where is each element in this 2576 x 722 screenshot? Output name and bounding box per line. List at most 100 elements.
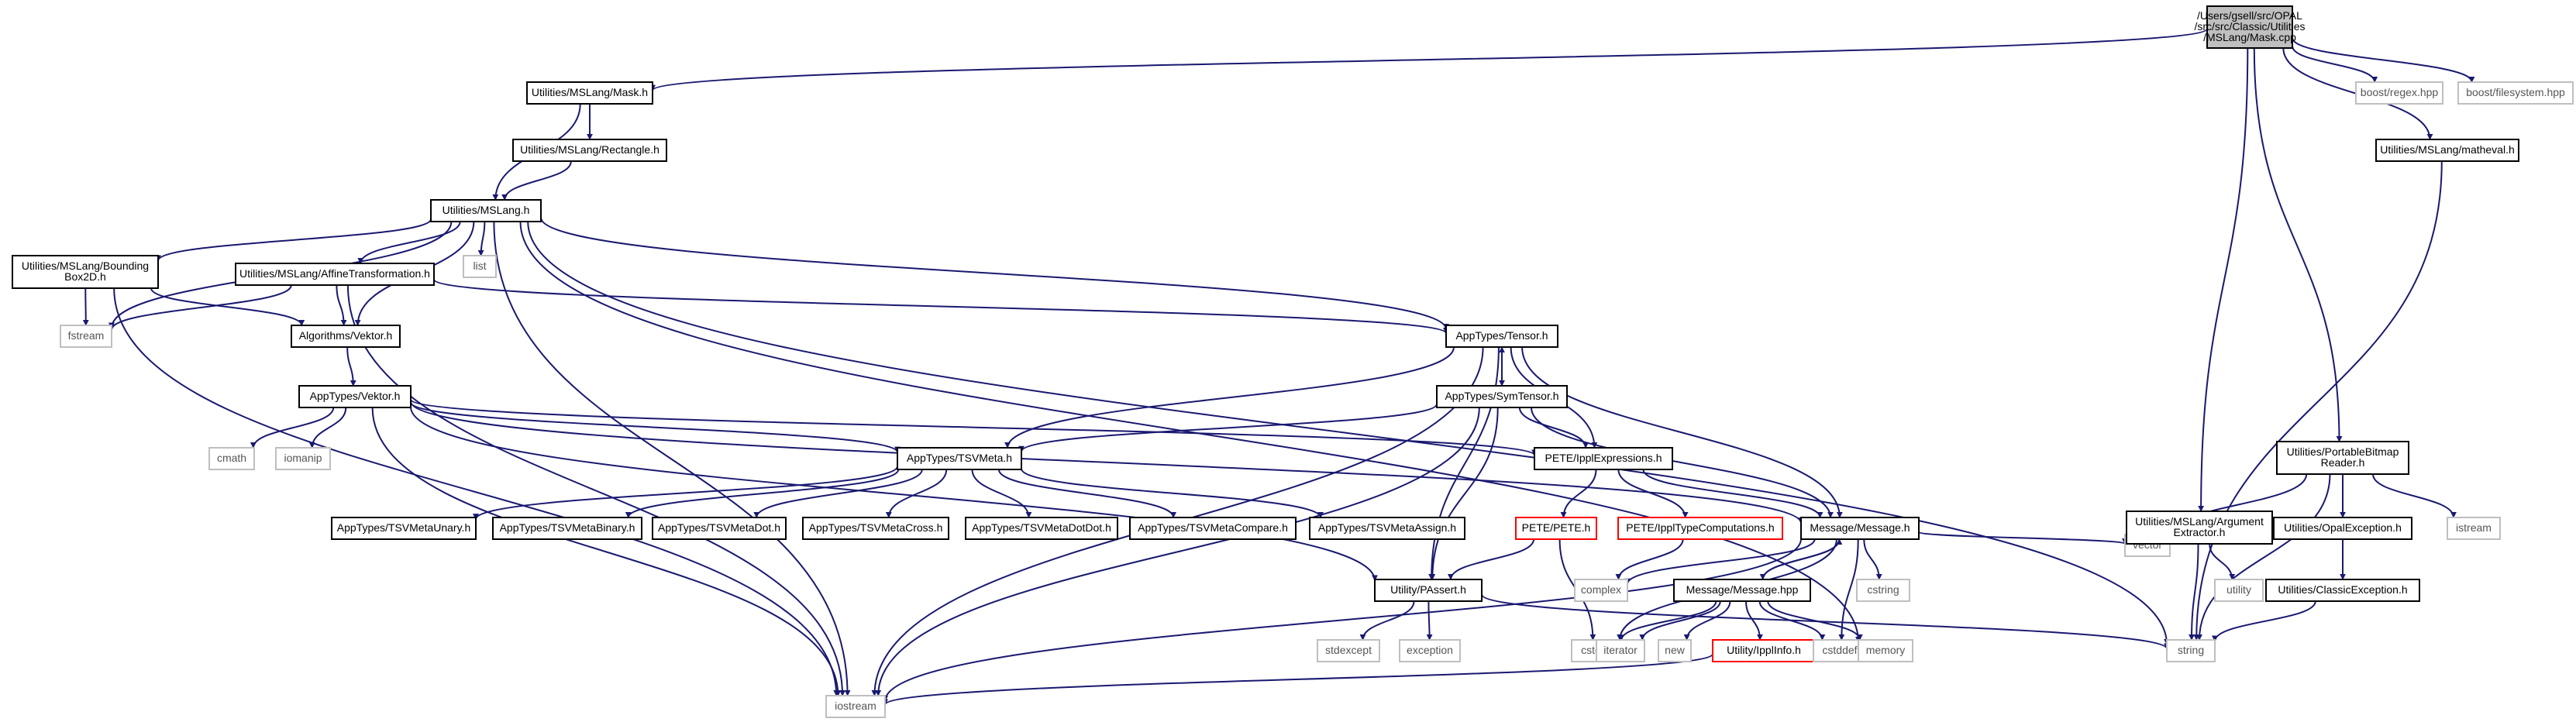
- node-app_vektor[interactable]: AppTypes/Vektor.h: [298, 385, 412, 408]
- edge-app_vektor-to-passert: [410, 406, 1378, 582]
- edge-ipplexpr-to-pete_h: [1560, 469, 1597, 518]
- node-opalexc[interactable]: Utilities/OpalException.h: [2273, 517, 2412, 540]
- edge-line: [250, 407, 335, 449]
- node-iterator: iterator: [1596, 639, 1645, 662]
- node-label: /Users/gsell/src/OPAL: [2197, 9, 2302, 22]
- node-mask_h[interactable]: Utilities/MSLang/Mask.h: [526, 81, 653, 105]
- node-box: [1515, 517, 1597, 540]
- node-tensor[interactable]: AppTypes/Tensor.h: [1445, 325, 1558, 348]
- node-label: Utilities/MSLang/matheval.h: [2380, 143, 2515, 156]
- node-box: [2273, 517, 2412, 540]
- edge-passert-to-exception: [1426, 600, 1433, 641]
- edge-pete_h-to-passert: [1447, 538, 1535, 580]
- edge-app_vektor-to-iomanip: [308, 407, 347, 449]
- node-ipplexpr[interactable]: PETE/IpplExpressions.h: [1534, 447, 1673, 470]
- edge-line: [1863, 538, 1882, 580]
- edge-ipplexpr-to-message_h: [1642, 469, 1824, 518]
- node-affine_h[interactable]: Utilities/MSLang/AffineTransformation.h: [235, 263, 435, 286]
- edge-line: [649, 28, 2208, 91]
- edge-line: [882, 653, 1713, 706]
- edge-pbm-to-istream: [2372, 473, 2457, 518]
- edge-root-to-mask_h: [649, 28, 2208, 91]
- node-symtensor[interactable]: AppTypes/SymTensor.h: [1436, 385, 1568, 408]
- node-label: PETE/IpplExpressions.h: [1545, 452, 1662, 464]
- node-tsv_dotdot[interactable]: AppTypes/TSVMetaDotDot.h: [965, 517, 1118, 540]
- node-classicexc[interactable]: Utilities/ClassicException.h: [2265, 579, 2420, 602]
- node-box: [1800, 517, 1920, 540]
- node-box: [1534, 447, 1673, 470]
- edge-affine_h-to-alg_vektor: [336, 284, 347, 326]
- edge-argextract-to-string: [2189, 543, 2199, 641]
- node-box: [1617, 517, 1783, 540]
- edge-line: [2253, 47, 2343, 442]
- edge-alg_vektor-to-app_vektor: [346, 346, 356, 387]
- edge-line: [1447, 538, 1535, 580]
- edge-line: [1624, 538, 1816, 585]
- node-istream: istream: [2447, 517, 2501, 540]
- edge-line: [371, 407, 842, 696]
- edge-tsvmeta-to-tsv_assign: [1021, 468, 1324, 518]
- node-matheval[interactable]: Utilities/MSLang/matheval.h: [2375, 139, 2519, 162]
- node-label: AppTypes/TSVMetaDot.h: [658, 521, 780, 534]
- edge-line: [2212, 600, 2316, 642]
- node-label: Extractor.h: [2174, 526, 2226, 538]
- node-alg_vektor[interactable]: Algorithms/Vektor.h: [291, 325, 401, 348]
- node-label: AppTypes/SymTensor.h: [1445, 390, 1558, 402]
- node-box: [1309, 517, 1465, 540]
- edge-pbm-to-string: [2196, 473, 2331, 641]
- edge-line: [501, 160, 572, 201]
- edge-line: [882, 538, 1802, 703]
- node-box: [1129, 517, 1297, 540]
- edge-message_h-to-vector: [1918, 531, 2128, 545]
- edge-bbox_h-to-iostream: [113, 287, 840, 696]
- edge-classicexc-to-string: [2212, 600, 2316, 642]
- node-label: Utilities/MSLang/Bounding: [22, 260, 149, 272]
- edge-line: [971, 469, 1032, 518]
- node-message_hpp[interactable]: Message/Message.hpp: [1673, 579, 1811, 602]
- node-tsv_unary[interactable]: AppTypes/TSVMetaUnary.h: [331, 517, 477, 540]
- node-ipplinfo[interactable]: Utility/IpplInfo.h: [1712, 639, 1816, 662]
- edge-line: [997, 469, 1177, 518]
- edge-line: [1428, 346, 1500, 580]
- edge-line: [1762, 538, 1843, 580]
- node-label: boost/filesystem.hpp: [2466, 86, 2565, 98]
- edge-line: [410, 406, 1378, 582]
- node-tsvmeta[interactable]: AppTypes/TSVMeta.h: [897, 447, 1022, 470]
- node-label: exception: [1407, 644, 1453, 656]
- node-message_h[interactable]: Message/Message.h: [1800, 517, 1920, 540]
- node-tsv_compare[interactable]: AppTypes/TSVMetaCompare.h: [1129, 517, 1297, 540]
- node-tsv_dot[interactable]: AppTypes/TSVMetaDot.h: [652, 517, 787, 540]
- node-box: [652, 517, 787, 540]
- node-passert[interactable]: Utility/PAssert.h: [1374, 579, 1483, 602]
- edge-line: [336, 284, 347, 326]
- node-box: [12, 255, 159, 289]
- node-label: Message/Message.h: [1810, 521, 1910, 534]
- node-box: [2214, 579, 2264, 602]
- node-label: iostream: [835, 700, 876, 712]
- node-label: istream: [2456, 521, 2492, 534]
- edge-line: [1639, 600, 1721, 641]
- node-utility: utility: [2214, 579, 2264, 602]
- node-ipplcomp[interactable]: PETE/IpplTypeComputations.h: [1617, 517, 1783, 540]
- node-mslang_h[interactable]: Utilities/MSLang.h: [430, 199, 542, 222]
- node-tsv_binary[interactable]: AppTypes/TSVMetaBinary.h: [492, 517, 642, 540]
- node-root[interactable]: /Users/gsell/src/OPAL/src/src/Classic/Ut…: [2194, 5, 2306, 49]
- edge-line: [493, 221, 851, 696]
- edge-mslang_h-to-tensor: [540, 217, 1449, 330]
- node-label: string: [2178, 644, 2204, 656]
- node-box: [2355, 81, 2443, 105]
- node-label: AppTypes/Tensor.h: [1455, 329, 1548, 342]
- edge-passert-to-stdexcept: [1359, 600, 1415, 641]
- edge-root-to-pbm: [2253, 47, 2343, 442]
- node-label: Utilities/MSLang/Rectangle.h: [520, 143, 659, 156]
- node-tsv_cross[interactable]: AppTypes/TSVMetaCross.h: [802, 517, 949, 540]
- node-pete_h[interactable]: PETE/PETE.h: [1515, 517, 1597, 540]
- node-box: [825, 695, 886, 718]
- node-tsv_assign[interactable]: AppTypes/TSVMetaAssign.h: [1309, 517, 1465, 540]
- node-rectangle_h[interactable]: Utilities/MSLang/Rectangle.h: [512, 139, 667, 162]
- edge-message_hpp-to-message_h: [1762, 538, 1843, 580]
